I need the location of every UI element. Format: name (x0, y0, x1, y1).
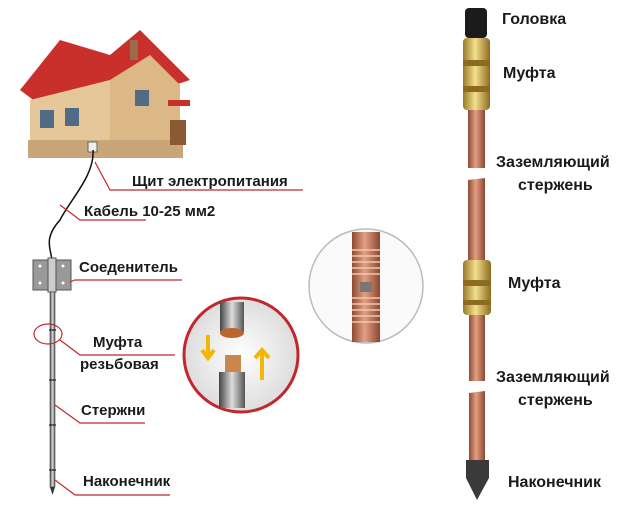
label-rod2-line2: стержень (518, 392, 593, 409)
label-rod1-line2: стержень (518, 177, 593, 194)
label-tip-left: Наконечник (83, 473, 171, 490)
coupling-highlight (33, 323, 63, 345)
right-rod-assembly (463, 8, 491, 500)
label-rod2-line1: Заземляющий (496, 369, 610, 386)
label-rods: Стержни (81, 402, 146, 419)
label-coupling-mid: Муфта (508, 275, 561, 292)
label-coupling-top: Муфта (503, 65, 556, 82)
label-cable: Кабель 10-25 мм2 (84, 203, 216, 220)
label-rod1-line1: Заземляющий (496, 154, 610, 171)
house-illustration (20, 30, 190, 158)
cable-line (48, 149, 94, 263)
left-rod (49, 291, 56, 488)
label-tip-right: Наконечник (508, 474, 601, 491)
label-head: Головка (502, 11, 567, 28)
connector-clamp (32, 257, 72, 293)
coupling-zoom-circle (182, 296, 300, 414)
label-power-panel: Щит электропитания (132, 173, 288, 190)
label-connector: Соеденитель (79, 259, 178, 276)
rod-section-circle (308, 228, 424, 344)
label-coupling-line1: Муфта (93, 334, 143, 351)
label-coupling-line2: резьбовая (80, 356, 159, 373)
leader-lines (54, 161, 303, 496)
